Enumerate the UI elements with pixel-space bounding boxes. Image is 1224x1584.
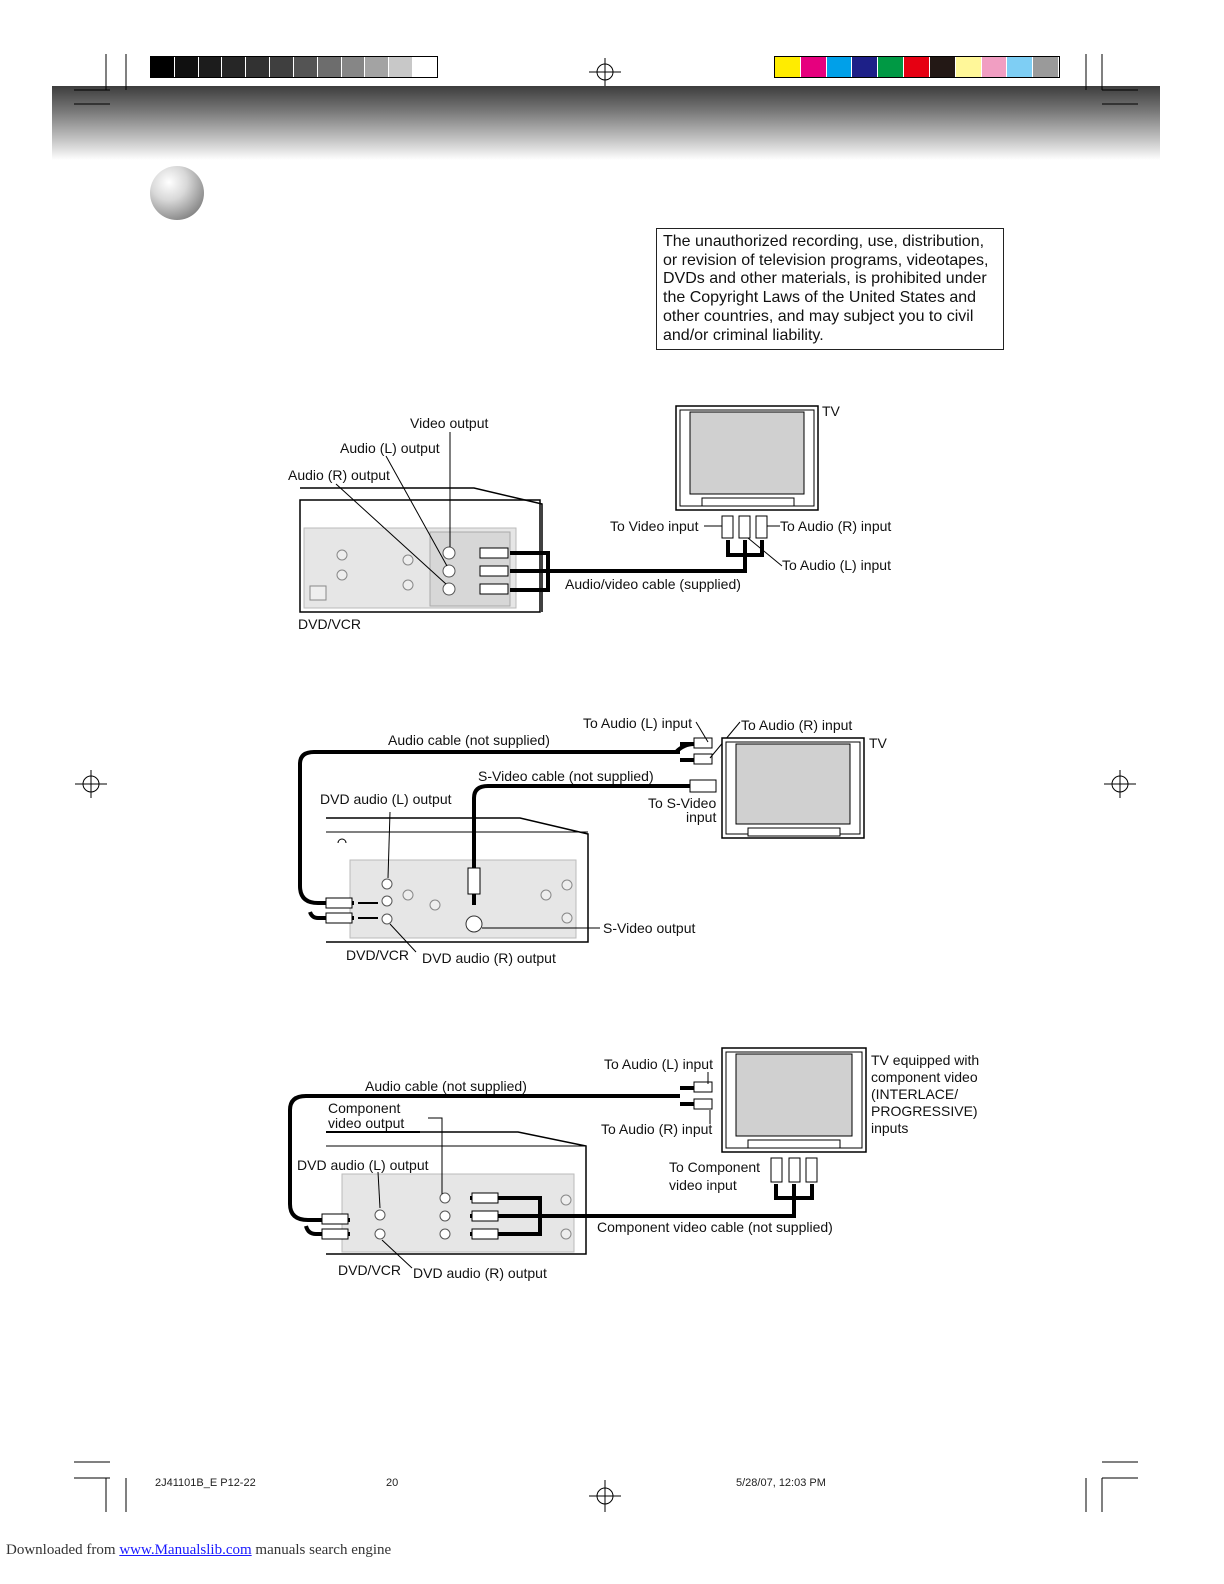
registration-target-icon (75, 58, 1136, 1512)
tv-label: TV (822, 403, 840, 419)
tv-desc-line5: inputs (871, 1120, 909, 1136)
tv-desc-line4: PROGRESSIVE) (871, 1103, 978, 1119)
footer-page-number: 20 (386, 1477, 399, 1489)
dvd-audio-r-output-label: DVD audio (R) output (422, 950, 556, 966)
audio-r-output-label: Audio (R) output (288, 467, 390, 483)
to-component-input-label-line2: video input (669, 1177, 737, 1193)
color-swatch (151, 57, 175, 77)
tv-desc-line2: component video (871, 1069, 978, 1085)
svideo-cable-label: S-Video cable (not supplied) (478, 768, 654, 784)
color-swatch (904, 57, 930, 77)
diagram2-dvdvcr (326, 817, 589, 943)
tv-desc-line1: TV equipped with (871, 1052, 980, 1068)
color-swatch (317, 57, 342, 77)
to-audio-r-input-label: To Audio (R) input (741, 717, 853, 733)
dvdvcr-label: DVD/VCR (346, 947, 410, 963)
color-swatch (270, 57, 294, 77)
to-audio-l-input-label: To Audio (L) input (583, 715, 692, 731)
crop-marks (74, 54, 1138, 1512)
dvd-audio-l-output-label: DVD audio (L) output (320, 791, 452, 807)
diagram3-dvdvcr (326, 1131, 587, 1255)
to-audio-r-input-label: To Audio (R) input (780, 518, 892, 534)
color-swatch (1033, 57, 1059, 77)
diagram1-tv (675, 405, 819, 511)
color-swatch (293, 57, 318, 77)
color-swatch (341, 57, 366, 77)
diagram1-leaders (335, 432, 451, 585)
dvdvcr-label: DVD/VCR (298, 616, 362, 632)
color-swatch (800, 57, 827, 77)
copyright-notice: The unauthorized recording, use, distrib… (656, 228, 1004, 350)
section-bullet-icon (150, 166, 204, 220)
color-bar (774, 56, 1060, 78)
footer-date: 5/28/07, 12:03 PM (736, 1477, 826, 1489)
to-component-input-label: To Component (669, 1159, 761, 1175)
to-audio-r-input-label: To Audio (R) input (601, 1121, 713, 1137)
color-swatch (981, 57, 1008, 77)
download-prefix: Downloaded from (6, 1542, 116, 1558)
component-cable-label: Component video cable (not supplied) (597, 1219, 833, 1235)
color-swatch (413, 57, 437, 77)
diagram2-tv (721, 737, 865, 839)
component-output-label-line2: video output (328, 1115, 405, 1131)
svideo-output-label: S-Video output (603, 920, 696, 936)
header-band (52, 86, 1160, 160)
audio-cable-label: Audio cable (not supplied) (365, 1078, 527, 1094)
av-cable-label: Audio/video cable (supplied) (565, 576, 741, 592)
grayscale-color-bar (150, 56, 438, 78)
diagram1-cable (479, 515, 783, 595)
audio-l-output-label: Audio (L) output (340, 440, 440, 456)
color-swatch (365, 57, 390, 77)
color-swatch (852, 57, 879, 77)
download-suffix: manuals search engine (255, 1542, 392, 1558)
to-audio-l-input-label: To Audio (L) input (604, 1056, 713, 1072)
tv-desc-line3: (INTERLACE/ (871, 1086, 959, 1102)
dvd-audio-l-output-label: DVD audio (L) output (297, 1157, 429, 1173)
color-swatch (878, 57, 905, 77)
video-output-label: Video output (410, 415, 489, 431)
color-swatch (955, 57, 982, 77)
audio-cable-label: Audio cable (not supplied) (388, 732, 550, 748)
diagram3-cables (288, 1072, 818, 1269)
dvd-audio-r-output-label: DVD audio (R) output (413, 1265, 547, 1281)
to-audio-l-input-label: To Audio (L) input (782, 557, 891, 573)
download-credit: Downloaded from www.Manualslib.com manua… (6, 1542, 391, 1559)
color-swatch (389, 57, 414, 77)
manualslib-link[interactable]: www.Manualslib.com (119, 1542, 252, 1558)
color-swatch (826, 57, 853, 77)
color-swatch (929, 57, 956, 77)
color-swatch (198, 57, 223, 77)
color-swatch (775, 57, 801, 77)
footer-code: 2J41101B_E P12-22 (155, 1477, 256, 1489)
to-svideo-input-label: To S-Video (648, 795, 717, 811)
to-video-input-label: To Video input (610, 518, 699, 534)
diagram3-tv (721, 1047, 867, 1153)
component-output-label: Component (328, 1100, 401, 1116)
to-svideo-input-label-line2: input (686, 809, 717, 825)
color-swatch (222, 57, 247, 77)
color-swatch (246, 57, 271, 77)
tv-label: TV (869, 735, 887, 751)
diagram2-cables (298, 721, 741, 953)
dvdvcr-label: DVD/VCR (338, 1262, 402, 1278)
color-swatch (1007, 57, 1034, 77)
color-swatch (174, 57, 199, 77)
